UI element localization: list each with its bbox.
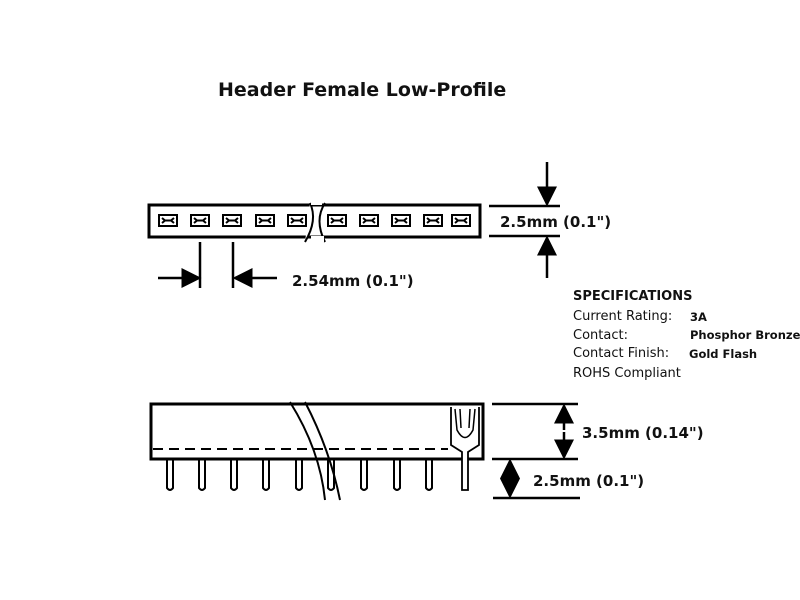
socket-hole — [391, 214, 411, 227]
spec-label: Contact Finish: — [573, 346, 669, 361]
socket-hole — [190, 214, 210, 227]
pin — [166, 458, 174, 491]
socket-hole — [287, 214, 307, 227]
side-view — [149, 401, 580, 501]
break-line — [289, 401, 326, 501]
socket-hole — [255, 214, 275, 227]
pin — [230, 458, 238, 491]
pin-length-dimension: 2.5mm (0.1") — [533, 472, 644, 490]
contact-detail — [454, 408, 476, 439]
socket-hole — [423, 214, 443, 227]
contact-detail — [450, 407, 480, 491]
specifications-heading: SPECIFICATIONS — [573, 289, 692, 304]
pin — [327, 458, 335, 491]
body-height-dimension: 3.5mm (0.14") — [582, 424, 704, 442]
pin — [425, 458, 433, 491]
spec-value: 3A — [690, 310, 707, 324]
pin — [360, 458, 368, 491]
pin — [393, 458, 401, 491]
top-view — [147, 162, 560, 288]
spec-label: ROHS Compliant — [573, 366, 681, 381]
spec-value: Phosphor Bronze — [690, 328, 800, 342]
socket-hole — [327, 214, 347, 227]
side-view-body — [149, 402, 485, 461]
pin — [262, 458, 270, 491]
break-line — [304, 202, 315, 243]
spec-label: Current Rating: — [573, 309, 672, 324]
pitch-dimension: 2.54mm (0.1") — [292, 272, 414, 290]
socket-hole — [451, 214, 471, 227]
page-title: Header Female Low-Profile — [218, 79, 506, 101]
socket-hole — [158, 214, 178, 227]
pin — [295, 458, 303, 491]
spec-label: Contact: — [573, 328, 628, 343]
spec-value: Gold Flash — [689, 347, 757, 361]
top-height-dimension: 2.5mm (0.1") — [500, 213, 611, 231]
socket-hole — [222, 214, 242, 227]
specifications-panel: SPECIFICATIONS Current Rating: 3A Contac… — [573, 289, 800, 381]
break-line — [304, 401, 341, 501]
socket-hole — [359, 214, 379, 227]
pin — [198, 458, 206, 491]
